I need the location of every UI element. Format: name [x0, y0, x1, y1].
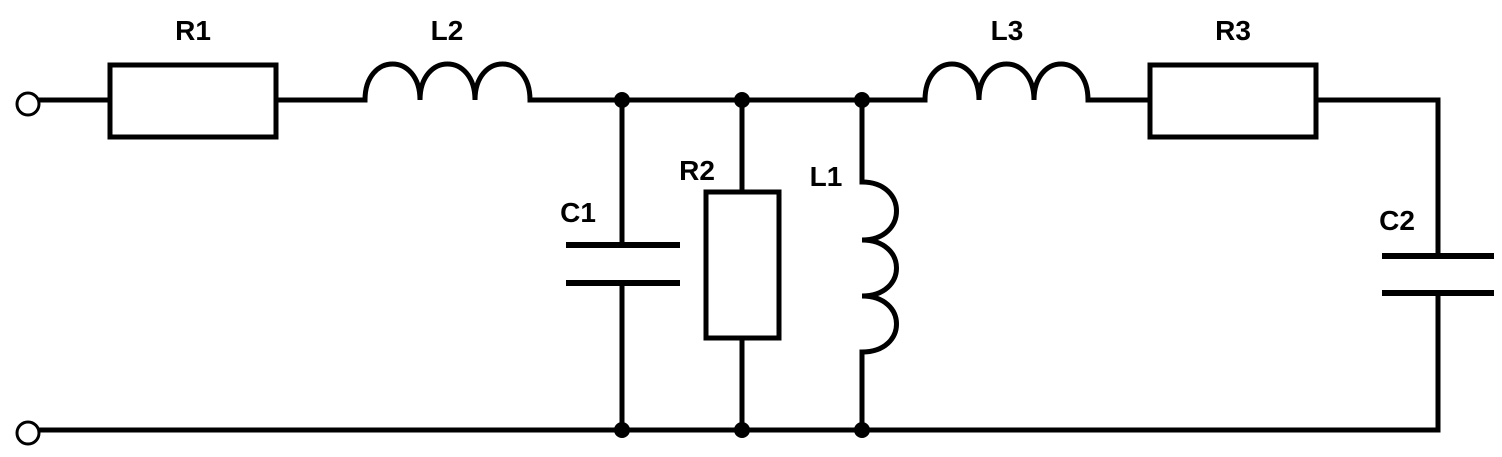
label-l2: L2	[431, 15, 464, 46]
inductor-l2-coil	[362, 61, 533, 103]
resistor-r3-body	[1147, 62, 1319, 140]
junctions	[614, 92, 870, 438]
junction-dot	[614, 422, 630, 438]
label-c2: C2	[1379, 205, 1415, 236]
label-l1: L1	[810, 161, 843, 192]
junction-dot	[854, 422, 870, 438]
capacitor-c1: C1	[560, 97, 680, 433]
label-r3: R3	[1215, 15, 1251, 46]
resistor-r2-body	[703, 189, 782, 341]
resistor-r3: R3	[1147, 15, 1319, 140]
label-r1: R1	[175, 15, 211, 46]
resistor-r1-body	[107, 62, 279, 140]
inductor-l3-coil	[922, 61, 1091, 103]
capacitor-c2: C2	[1379, 97, 1494, 433]
junction-dot	[854, 92, 870, 108]
junction-dot	[734, 92, 750, 108]
inductor-l1-coil	[859, 179, 899, 355]
junction-dot	[614, 92, 630, 108]
junction-dot	[734, 422, 750, 438]
inductor-l3: L3	[922, 15, 1091, 103]
resistor-r1: R1	[107, 15, 279, 140]
input-terminal-top	[15, 91, 41, 117]
label-r2: R2	[679, 155, 715, 186]
input-terminal-bottom	[15, 420, 41, 446]
inductor-l2: L2	[362, 15, 533, 103]
resistor-r2: R2	[679, 97, 782, 433]
label-c1: C1	[560, 197, 596, 228]
inductor-l1: L1	[810, 97, 899, 433]
label-l3: L3	[991, 15, 1024, 46]
